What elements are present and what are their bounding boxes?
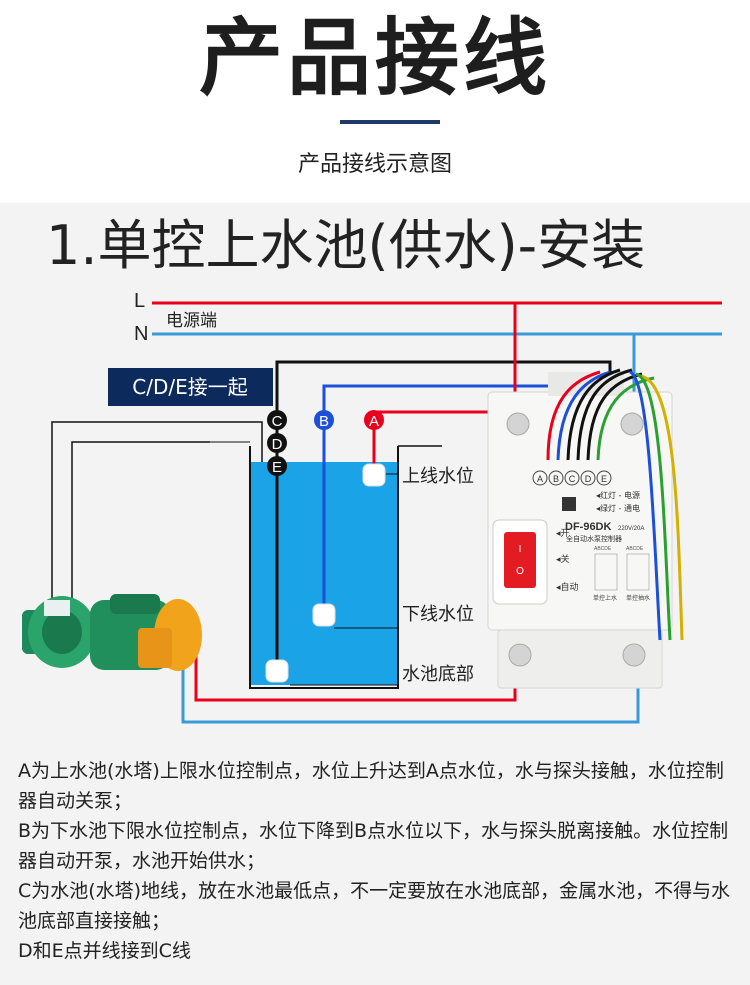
svg-text:E: E [601, 474, 607, 484]
section-title: 1.单控上水池(供水)-安装 [46, 214, 646, 277]
power-terminal-label: 电源端 [166, 311, 217, 331]
title-underline [340, 120, 440, 124]
upper-level-label: 上线水位 [402, 466, 474, 487]
cde-tag-label: C/D/E接一起 [132, 375, 247, 399]
inlet-pipe-outer [51, 421, 263, 600]
pump-controller: I O [487, 372, 673, 689]
description-line-a: A为上水池(水塔)上限水位控制点，水位上升达到A点水位，水与探头接触，水位控制器… [18, 760, 724, 812]
description: A为上水池(水塔)上限水位控制点，水位上升达到A点水位，水与探头接触，水位控制器… [18, 756, 734, 966]
probe-a-badge [364, 410, 384, 430]
probe-d-badge [267, 433, 287, 453]
page-title: 产品接线 [198, 8, 551, 107]
line-l-label: L [134, 290, 145, 312]
switch-auto-label: ◂自动 [556, 581, 579, 593]
probe-c-head [265, 659, 289, 683]
controller-name: 全自动水泵控制器 [566, 534, 622, 543]
probe-b-letter: B [319, 413, 329, 430]
switch-on-label: ◂开 [556, 528, 570, 539]
description-line-de: D和E点并线接到C线 [18, 940, 191, 962]
probe-e-badge [267, 456, 287, 476]
probe-e-letter: E [272, 459, 282, 476]
svg-text:ABCDE: ABCDE [626, 546, 644, 552]
probe-c-badge [267, 410, 287, 430]
inlet-pipe-inner [71, 441, 210, 600]
led-red-label: ◂红灯 - 电源 [596, 490, 640, 500]
probe-a-letter: A [369, 413, 379, 430]
svg-text:O: O [516, 566, 524, 577]
probe-d-letter: D [272, 436, 283, 453]
svg-text:I: I [519, 544, 522, 555]
cde-tag [108, 368, 273, 406]
header-band [0, 0, 750, 203]
page-subtitle: 产品接线示意图 [297, 152, 452, 177]
description-line-c: C为水池(水塔)地线，放在水池最低点，不一定要放在水池底部，金属水池，不得与水池… [18, 880, 731, 932]
controller-terminals: A B C D E [532, 470, 612, 486]
lower-level-label: 下线水位 [402, 604, 474, 625]
controller-leads [546, 368, 684, 641]
description-line-b: B为下水池下限水位控制点，水位下降到B点水位以下，水与探头脱离接触。水位控制器自… [18, 820, 729, 872]
svg-text:C: C [569, 474, 576, 484]
probe-b-head [312, 603, 336, 627]
svg-text:A: A [537, 474, 543, 484]
tank-bottom-label: 水池底部 [402, 664, 474, 685]
svg-text:单控抽水: 单控抽水 [626, 594, 650, 602]
led-green-label: ◂绿灯 - 通电 [596, 503, 640, 513]
svg-text:D: D [585, 474, 592, 484]
probe-c-letter: C [272, 413, 283, 430]
tank-outline [249, 446, 399, 689]
svg-text:单控上水: 单控上水 [593, 594, 617, 602]
probe-b-badge [314, 410, 334, 430]
svg-text:ABCDE: ABCDE [594, 546, 612, 552]
switch-off-label: ◂关 [556, 553, 570, 565]
water-pump [22, 594, 202, 671]
probe-a-head [362, 463, 386, 487]
rating-label: 220V/20A [618, 526, 644, 532]
line-n-label: N [134, 323, 148, 345]
svg-text:B: B [553, 474, 559, 484]
model-number: DF-96DK [565, 521, 612, 533]
